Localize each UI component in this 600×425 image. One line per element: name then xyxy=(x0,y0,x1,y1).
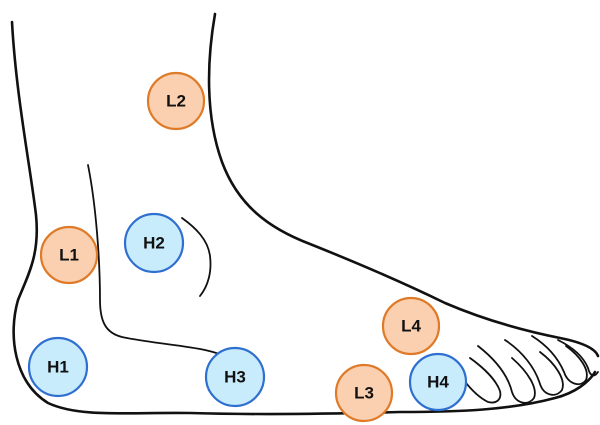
toe-line-3 xyxy=(504,339,564,396)
marker-H4: H4 xyxy=(408,352,468,412)
markers: L2 L1 H2 L4 H1 H3 L3 H4 xyxy=(27,71,468,423)
marker-L1-circle xyxy=(39,225,99,285)
marker-L2: L2 xyxy=(146,71,206,131)
ankle-bone-line xyxy=(181,217,212,297)
marker-L3-circle xyxy=(334,363,394,423)
marker-H2-label: H2 xyxy=(143,234,165,253)
foot-details xyxy=(87,164,599,404)
marker-L2-label: L2 xyxy=(166,92,186,111)
marker-H4-label: H4 xyxy=(427,373,449,392)
marker-L2-circle xyxy=(146,71,206,131)
marker-L3: L3 xyxy=(334,363,394,423)
marker-H4-circle xyxy=(408,352,468,412)
toe-line-4 xyxy=(531,335,588,386)
achilles-line xyxy=(87,164,247,373)
toe-line-5 xyxy=(557,339,599,377)
marker-H1-label: H1 xyxy=(47,358,69,377)
marker-H1: H1 xyxy=(27,336,89,398)
marker-L3-label: L3 xyxy=(354,384,374,403)
foot-outline xyxy=(10,12,600,416)
toe-line-1 xyxy=(457,357,502,404)
marker-H3: H3 xyxy=(204,346,266,408)
marker-L4: L4 xyxy=(381,296,441,356)
marker-H2: H2 xyxy=(123,212,185,274)
marker-L4-label: L4 xyxy=(401,317,421,336)
marker-H2-circle xyxy=(123,212,185,274)
marker-H3-label: H3 xyxy=(224,368,246,387)
marker-L4-circle xyxy=(381,296,441,356)
marker-L1: L1 xyxy=(39,225,99,285)
marker-L1-label: L1 xyxy=(59,246,79,265)
foot-front-and-instep xyxy=(207,12,600,358)
marker-H1-circle xyxy=(27,336,89,398)
marker-H3-circle xyxy=(204,346,266,408)
foot-back-and-sole xyxy=(10,20,597,416)
toe-line-2 xyxy=(477,345,536,404)
